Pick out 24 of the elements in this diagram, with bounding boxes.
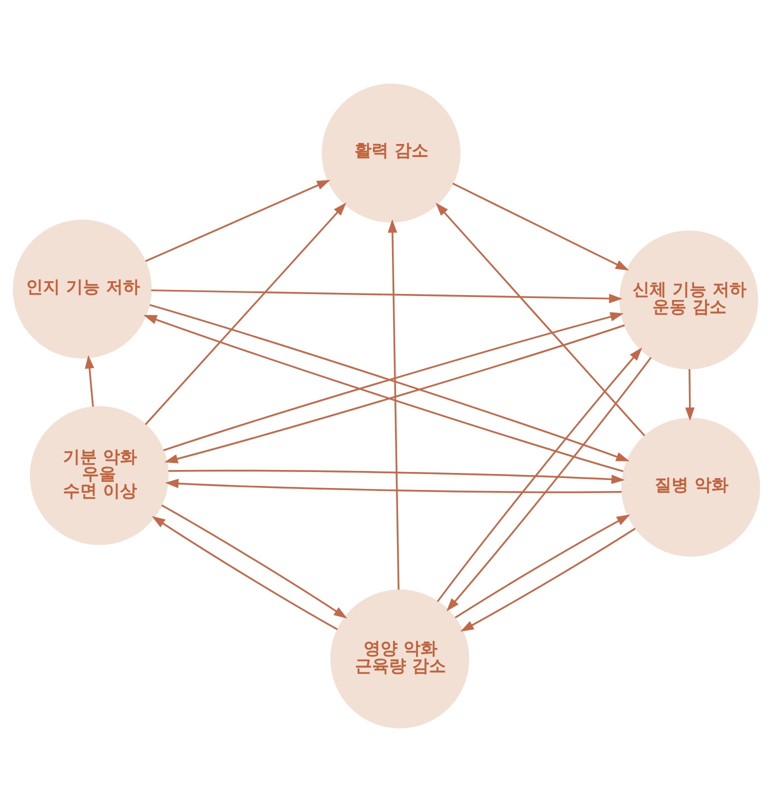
- node-circle: 기분 악화 우울 수면 이상: [30, 406, 169, 546]
- arrow: [388, 219, 400, 590]
- arrow: [150, 304, 630, 462]
- arrow: [685, 369, 695, 421]
- arrow: [84, 355, 94, 407]
- arrow: [452, 182, 630, 270]
- arrow: [164, 324, 625, 464]
- arrow: [436, 202, 646, 436]
- arrow: [151, 289, 622, 304]
- arrow: [161, 504, 348, 618]
- arrow: [165, 478, 622, 494]
- arrow: [163, 312, 624, 452]
- node-circle: 인지 기능 저하: [12, 220, 152, 359]
- arrow: [168, 470, 625, 484]
- node-circle: 활력 감소: [322, 84, 461, 222]
- arrow: [152, 516, 338, 630]
- node-circle: 질병 악화: [621, 418, 760, 557]
- node-circle: 영양 악화 근육량 감소: [330, 590, 470, 728]
- arrow: [460, 528, 636, 632]
- arrow: [454, 514, 630, 618]
- arrow: [144, 202, 346, 426]
- arrow: [145, 180, 330, 262]
- node-circle: 신체 기능 저하 운동 감소: [619, 230, 758, 370]
- arrow: [143, 315, 624, 472]
